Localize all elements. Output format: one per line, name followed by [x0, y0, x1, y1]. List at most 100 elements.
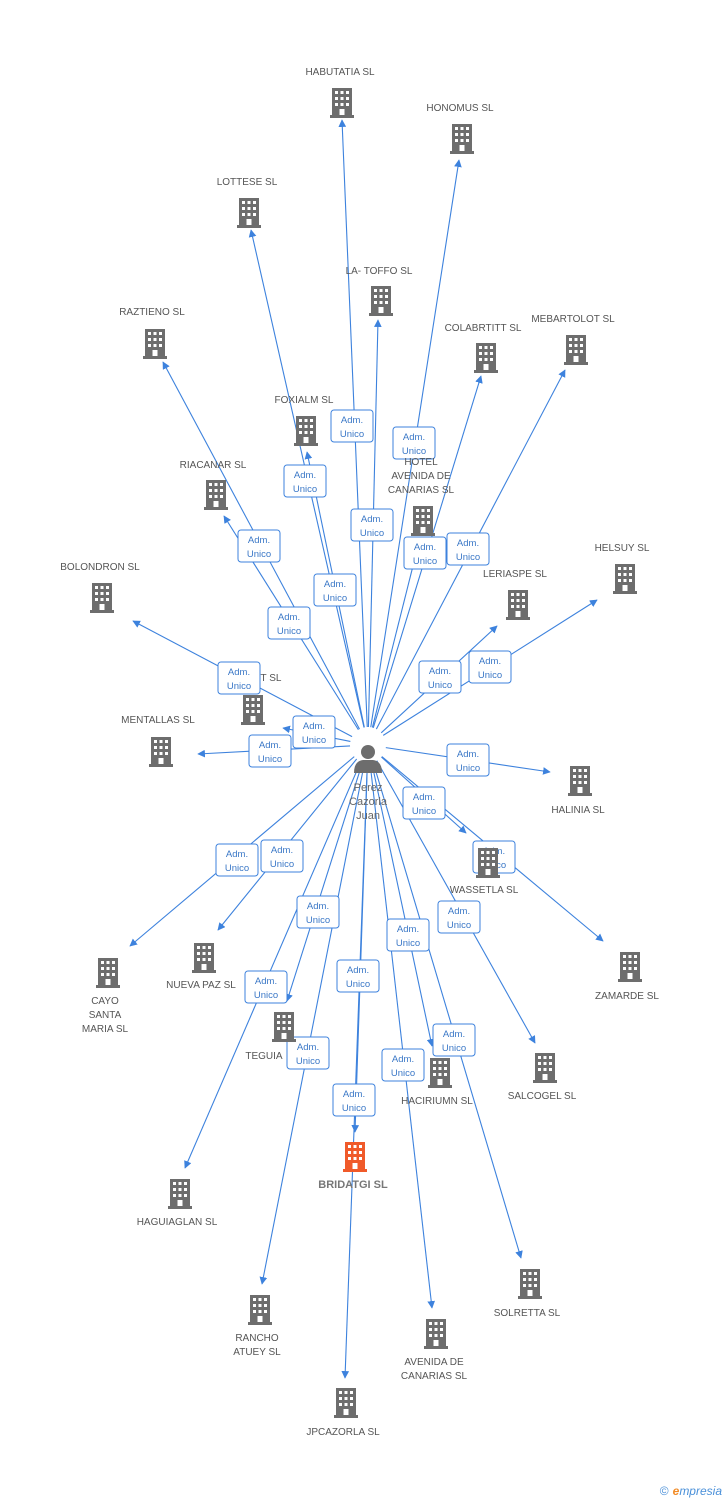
building-icon [474, 343, 498, 373]
role-badge-line: Unico [254, 990, 278, 1001]
role-badge-solretta[interactable]: Adm. Unico [432, 1023, 476, 1057]
company-node-teguia[interactable]: TEGUIA [245, 1012, 296, 1062]
company-label: HABUTATIA SL [305, 67, 375, 78]
company-node-colabrtitt[interactable]: COLABRTITT SL [445, 323, 522, 373]
role-badge-box [418, 660, 462, 694]
role-badge-line: Adm. [457, 538, 479, 549]
role-badge-box [402, 786, 446, 820]
company-node-salcogel[interactable]: SALCOGEL SL [508, 1053, 577, 1102]
role-badge-latoffo[interactable]: Adm.Unico [330, 409, 374, 443]
role-badge-halinia[interactable]: Adm.Unico [446, 743, 490, 777]
role-badge-line: Adm. [429, 666, 451, 677]
company-node-zamarde[interactable]: ZAMARDE SL [595, 952, 659, 1002]
company-node-latoffo[interactable]: LA- TOFFO SL [346, 266, 413, 316]
edge-ranchoatuey [259, 762, 366, 1285]
building-icon [294, 416, 318, 446]
role-badge-bolondron[interactable]: Adm.Unico [217, 661, 261, 695]
company-node-solretta[interactable]: SOLRETTA SL [494, 1269, 561, 1319]
company-node-raztieno[interactable]: RAZTIENO SL [119, 307, 185, 359]
role-badge-leriaspe[interactable]: Adm.Unico [418, 660, 462, 694]
role-badge-teguia[interactable]: Adm.Unico [296, 895, 340, 929]
edge-haguiaglan [184, 761, 362, 1169]
company-node-honomus[interactable]: HONOMUS SL [426, 103, 494, 154]
role-badge-line: Unico [342, 1103, 366, 1114]
role-badge-box [403, 536, 447, 570]
roles-layer: Adm.UnicoAdm.UnicoAdm.UnicoAdm.UnicoAdm.… [215, 409, 516, 1117]
role-badge-line: Adm. [443, 1029, 465, 1040]
role-badge-line: Unico [442, 1043, 466, 1054]
role-badge-line: Unico [391, 1068, 415, 1079]
company-node-nuevapaz[interactable]: NUEVA PAZ SL [166, 943, 236, 991]
edge-jpcazorla [341, 762, 368, 1379]
role-badge-avenidacanarias[interactable]: Adm.Unico [381, 1048, 425, 1082]
company-node-habutatia[interactable]: HABUTATIA SL [305, 67, 375, 118]
company-node-haguiaglan[interactable]: HAGUIAGLAN SL [137, 1179, 218, 1228]
company-node-jpcazorla[interactable]: JPCAZORLA SL [306, 1388, 380, 1438]
company-label: RANCHO [235, 1333, 279, 1344]
person-node[interactable]: Perez Cazorla Juan [349, 745, 388, 822]
role-badge-haciriumn[interactable]: Adm.Unico [386, 918, 430, 952]
company-label: AVENIDA DE [404, 1357, 464, 1368]
role-badge-line: Adm. [448, 906, 470, 917]
role-badge-foxialm[interactable]: Adm.Unico [313, 573, 357, 607]
company-node-foxialm[interactable]: FOXIALM SL [275, 395, 334, 446]
role-badge-line: Unico [360, 528, 384, 539]
role-badge-line: Unico [346, 979, 370, 990]
role-badge-bridatgi[interactable]: Adm.Unico [336, 959, 380, 993]
company-node-tsl[interactable]: T SL [241, 673, 282, 725]
company-node-wassetla[interactable]: WASSETLA SL [450, 848, 519, 896]
role-badge-mentallas[interactable]: Adm.Unico [248, 734, 292, 768]
role-badge-line: Adm. [413, 792, 435, 803]
role-badge-lottese[interactable]: Adm.Unico [283, 464, 327, 498]
person-name-line: Juan [356, 810, 380, 822]
role-badge-tsl[interactable]: Adm.Unico [292, 715, 336, 749]
role-badge-mebartolot[interactable]: Adm.Unico [446, 532, 490, 566]
role-badge-line: Adm. [248, 535, 270, 546]
role-badge-ranchoatuey[interactable]: Adm.Unico [286, 1036, 330, 1070]
role-badge-box [296, 895, 340, 929]
company-node-helsuy[interactable]: HELSUY SL [595, 543, 650, 594]
role-badge-line: Adm. [297, 1042, 319, 1053]
company-node-leriaspe[interactable]: LERIASPE SL [483, 569, 547, 620]
role-badge-hotelavenida[interactable]: Adm.Unico [403, 536, 447, 570]
company-label: BRIDATGI SL [318, 1179, 388, 1191]
role-badge-colabrtitt[interactable]: Adm.Unico [350, 508, 394, 542]
role-badge-wassetla[interactable]: Adm. Unico [402, 786, 446, 820]
company-node-bolondron[interactable]: BOLONDRON SL [60, 562, 140, 613]
company-label: CAYO [91, 996, 119, 1007]
role-badge-jpcazorla[interactable]: Adm.Unico [332, 1083, 376, 1117]
company-label: ZAMARDE SL [595, 991, 659, 1002]
role-badge-haguiaglan[interactable]: Adm.Unico [244, 970, 288, 1004]
company-node-riacanar[interactable]: RIACANAR SL [180, 460, 247, 510]
building-icon [192, 943, 216, 973]
company-node-halinia[interactable]: HALINIA SL [551, 766, 605, 816]
company-node-mebartolot[interactable]: MEBARTOLOT SL [531, 314, 615, 365]
role-badge-nuevapaz[interactable]: Adm.Unico [260, 839, 304, 873]
role-badge-raztieno[interactable]: Adm.Unico [237, 529, 281, 563]
company-node-lottese[interactable]: LOTTESE SL [217, 177, 278, 228]
role-badge-box [267, 606, 311, 640]
company-label: LA- TOFFO SL [346, 266, 413, 277]
role-badge-honomus[interactable]: Adm.Unico [392, 426, 436, 460]
role-badge-box [446, 532, 490, 566]
building-icon [272, 1012, 296, 1042]
edge-hotelavenida [371, 537, 423, 728]
role-badge-line: Unico [402, 446, 426, 457]
role-badge-line: Adm. [226, 849, 248, 860]
role-badge-line: Unico [412, 806, 436, 817]
role-badge-riacanar[interactable]: Adm.Unico [267, 606, 311, 640]
company-label: COLABRTITT SL [445, 323, 522, 334]
company-node-mentallas[interactable]: MENTALLAS SL [121, 715, 195, 767]
role-badge-salcogel[interactable]: Adm.Unico [437, 900, 481, 934]
company-node-haciriumn[interactable]: HACIRIUMN SL [401, 1058, 473, 1107]
company-node-bridatgi[interactable]: BRIDATGI SL [318, 1142, 388, 1191]
role-badge-cayo[interactable]: Adm.Unico [215, 843, 259, 877]
edge-teguia [285, 761, 364, 1002]
company-label: SANTA [89, 1010, 122, 1021]
role-badge-helsuy[interactable]: Adm.Unico [468, 650, 512, 684]
brand-first-letter: e [672, 1484, 680, 1498]
